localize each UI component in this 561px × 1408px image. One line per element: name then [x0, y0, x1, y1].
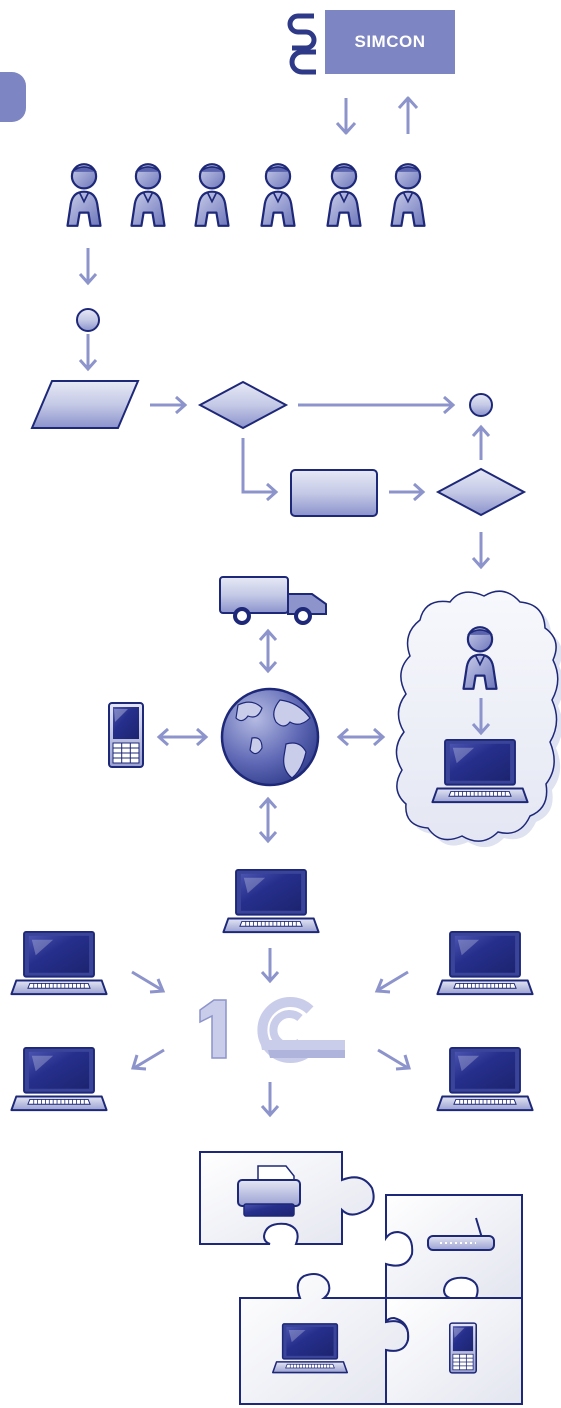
globe-icon [220, 687, 320, 787]
sc-logo-mark [287, 13, 317, 75]
laptop-icon [272, 1323, 348, 1374]
user-icon [326, 163, 362, 227]
arrow-bidirectional-horizontal [156, 727, 209, 747]
input-node [30, 380, 140, 429]
router-icon [427, 1217, 495, 1251]
arrow-down [260, 1082, 280, 1118]
arrow-diagonal [131, 970, 166, 994]
laptop-icon [436, 930, 534, 996]
arrow-down [471, 698, 491, 736]
laptop-icon [431, 738, 529, 804]
arrow-up [397, 96, 419, 134]
mobile-phone-icon [108, 702, 144, 768]
laptop-icon [436, 1046, 534, 1112]
arrow-bidirectional-vertical [258, 796, 278, 844]
laptop-icon [10, 930, 108, 996]
arrow-down [260, 948, 280, 984]
users-row [66, 163, 426, 227]
flowchart [30, 248, 527, 570]
process-node [290, 469, 378, 517]
brand-name: SIMCON [354, 32, 426, 51]
arrow-diagonal [131, 1048, 165, 1071]
arrow-bidirectional-horizontal [336, 727, 386, 747]
brand-logo: SIMCON [325, 10, 455, 74]
decision-node [197, 380, 289, 430]
arrow-diagonal [377, 1048, 411, 1071]
side-tab [0, 72, 26, 122]
1c-logo [199, 997, 345, 1063]
arrow-bidirectional-vertical [258, 628, 278, 674]
arrow-diagonal [374, 970, 409, 994]
user-icon [390, 163, 426, 227]
laptop-icon [10, 1046, 108, 1112]
user-icon [194, 163, 230, 227]
end-node [469, 393, 493, 417]
user-icon [66, 163, 102, 227]
user-icon [260, 163, 296, 227]
mobile-phone-icon [449, 1322, 477, 1374]
printer-icon [237, 1165, 301, 1217]
truck-icon [219, 576, 327, 625]
arrow-down [335, 98, 357, 135]
user-icon [130, 163, 166, 227]
decision-node [435, 467, 527, 517]
laptop-icon [222, 868, 320, 934]
start-node [76, 308, 100, 332]
